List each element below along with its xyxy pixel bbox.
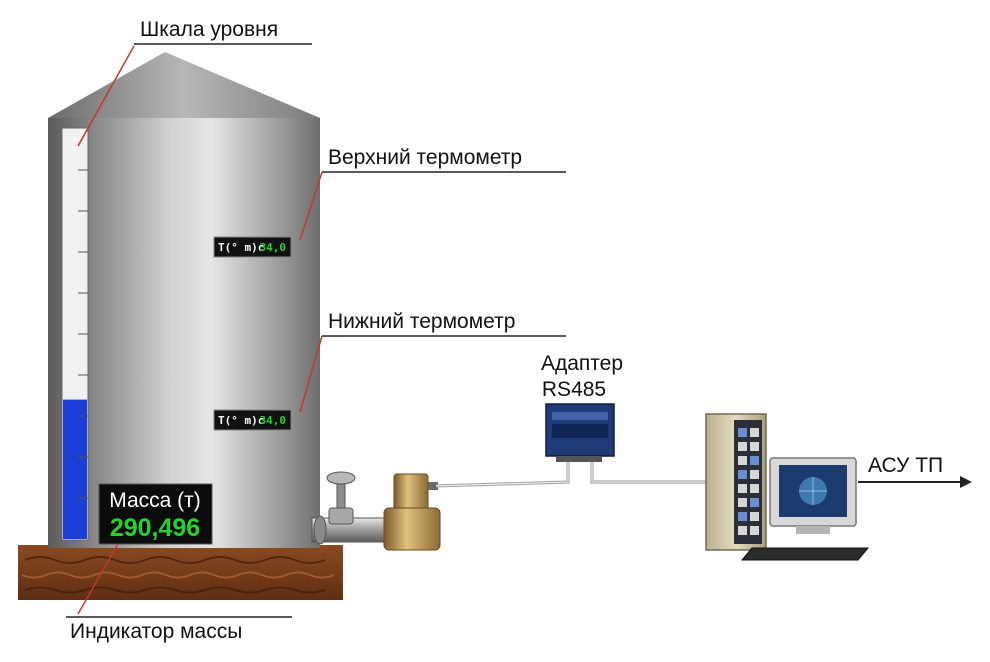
lower-thermometer-label: T(° m)c: [218, 414, 264, 427]
pc-key: [750, 498, 759, 507]
pc-key: [750, 484, 759, 493]
solenoid-valve: [383, 473, 441, 551]
signal-cables: [435, 462, 708, 488]
adapter-caption-line1: Адаптер: [541, 352, 623, 375]
pc-key: [738, 512, 747, 521]
lower-thermometer-caption: Нижний термометр: [328, 310, 515, 333]
pc-keypad: [738, 428, 759, 535]
mass-value: 290,496: [110, 514, 200, 542]
pc-key: [750, 442, 759, 451]
upper-thermometer-display: T(° m)c 34,0: [213, 236, 292, 258]
level-scale: [61, 127, 89, 541]
output-arrow: [858, 476, 972, 488]
monitor: [769, 457, 857, 534]
pc-key: [750, 456, 759, 465]
lower-thermometer-value: 34,0: [260, 414, 287, 427]
pc-key: [738, 484, 747, 493]
adapter-caption-line2: RS485: [542, 378, 606, 401]
pc-key: [738, 526, 747, 535]
tank-body: [48, 118, 320, 548]
pc-key: [738, 428, 747, 437]
lower-thermometer-display: T(° m)c 34,0: [213, 409, 292, 431]
hand-valve: [326, 471, 356, 525]
upper-thermometer-label: T(° m)c: [218, 241, 264, 254]
keyboard: [740, 547, 870, 561]
mass-title: Масса (т): [109, 489, 201, 512]
pc-key: [750, 512, 759, 521]
rs485-adapter: [545, 403, 615, 462]
acs-caption: АСУ ТП: [868, 454, 943, 477]
label-underlines: [66, 43, 566, 618]
level-ticks: [78, 169, 88, 499]
control-computer: [705, 413, 870, 561]
level-scale-caption: Шкала уровня: [140, 18, 278, 41]
pc-key: [738, 470, 747, 479]
silo-tank: [48, 52, 320, 548]
leader-lines: [77, 45, 323, 615]
upper-thermometer-caption: Верхний термометр: [328, 146, 522, 169]
level-fill: [63, 399, 87, 539]
pc-key: [750, 428, 759, 437]
pc-key: [750, 470, 759, 479]
mass-indicator-display: Масса (т) 290,496: [98, 483, 213, 545]
pc-key: [750, 526, 759, 535]
ground: [18, 545, 343, 600]
pc-key: [738, 442, 747, 451]
tank-roof: [48, 52, 320, 118]
upper-thermometer-value: 34,0: [260, 241, 287, 254]
pc-key: [738, 456, 747, 465]
pc-key: [738, 498, 747, 507]
mass-indicator-caption: Индикатор массы: [70, 620, 242, 643]
